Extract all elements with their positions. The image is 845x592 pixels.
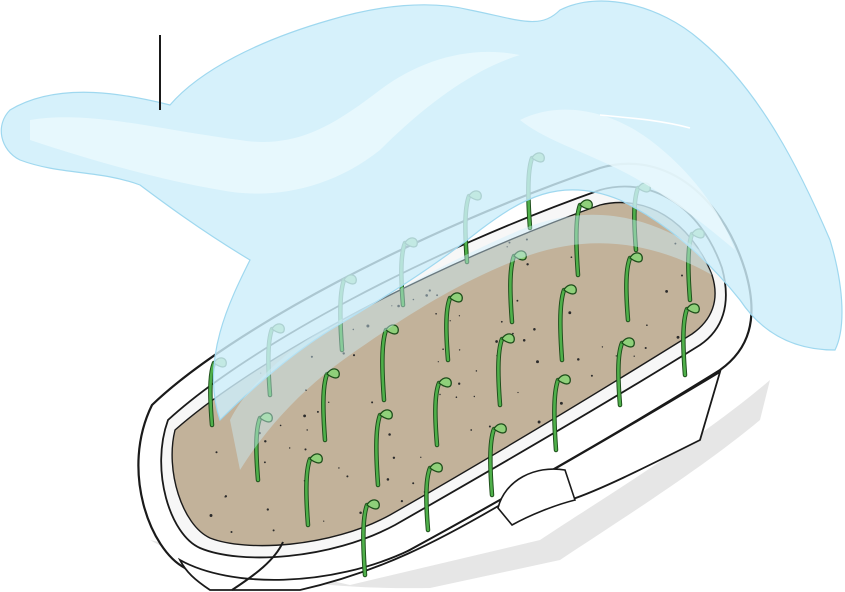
soil-speckle: [591, 375, 593, 377]
soil-speckle: [280, 425, 282, 427]
soil-speckle: [459, 349, 460, 350]
soil-speckle: [359, 511, 362, 514]
soil-speckle: [634, 356, 635, 357]
soil-speckle: [289, 447, 290, 448]
soil-speckle: [456, 396, 458, 398]
soil-speckle: [517, 392, 518, 393]
soil-speckle: [616, 355, 617, 356]
soil-speckle: [523, 339, 526, 342]
soil-speckle: [538, 421, 541, 424]
soil-speckle: [412, 482, 414, 484]
soil-speckle: [323, 520, 324, 521]
soil-speckle: [646, 324, 648, 326]
soil-speckle: [489, 425, 491, 427]
soil-speckle: [264, 440, 266, 442]
soil-speckle: [346, 475, 348, 477]
soil-speckle: [306, 429, 307, 430]
soil-speckle: [516, 300, 518, 302]
soil-speckle: [560, 402, 563, 405]
soil-speckle: [470, 429, 472, 431]
soil-speckle: [210, 514, 213, 517]
soil-speckle: [438, 361, 439, 362]
soil-speckle: [435, 313, 437, 315]
soil-speckle: [388, 433, 391, 436]
soil-speckle: [536, 360, 539, 363]
soil-speckle: [328, 402, 329, 403]
soil-speckle: [459, 315, 460, 316]
soil-speckle: [224, 496, 225, 497]
soil-speckle: [645, 347, 647, 349]
soil-speckle: [317, 411, 319, 413]
soil-speckle: [401, 500, 403, 502]
soil-speckle: [665, 290, 668, 293]
soil-speckle: [371, 401, 373, 403]
soil-speckle: [304, 448, 306, 450]
soil-speckle: [215, 451, 217, 453]
soil-speckle: [450, 320, 451, 321]
soil-speckle: [458, 383, 460, 385]
soil-speckle: [474, 396, 475, 397]
soil-speckle: [495, 340, 498, 343]
soil-speckle: [681, 275, 683, 277]
soil-speckle: [267, 508, 269, 510]
soil-speckle: [442, 348, 444, 350]
soil-speckle: [387, 478, 390, 481]
soil-speckle: [303, 415, 306, 418]
soil-speckle: [393, 457, 395, 459]
soil-speckle: [273, 529, 275, 531]
soil-speckle: [439, 394, 440, 395]
soil-speckle: [526, 263, 528, 265]
soil-speckle: [230, 531, 232, 533]
soil-speckle: [571, 256, 573, 258]
soil-speckle: [338, 467, 339, 468]
soil-speckle: [353, 354, 355, 356]
soil-speckle: [602, 346, 603, 347]
soil-speckle: [577, 358, 580, 361]
soil-speckle: [476, 370, 478, 372]
soil-speckle: [677, 336, 680, 339]
soil-speckle: [568, 311, 571, 314]
soil-speckle: [420, 457, 421, 458]
soil-speckle: [264, 461, 266, 463]
soil-speckle: [501, 321, 503, 323]
soil-speckle: [533, 328, 536, 331]
